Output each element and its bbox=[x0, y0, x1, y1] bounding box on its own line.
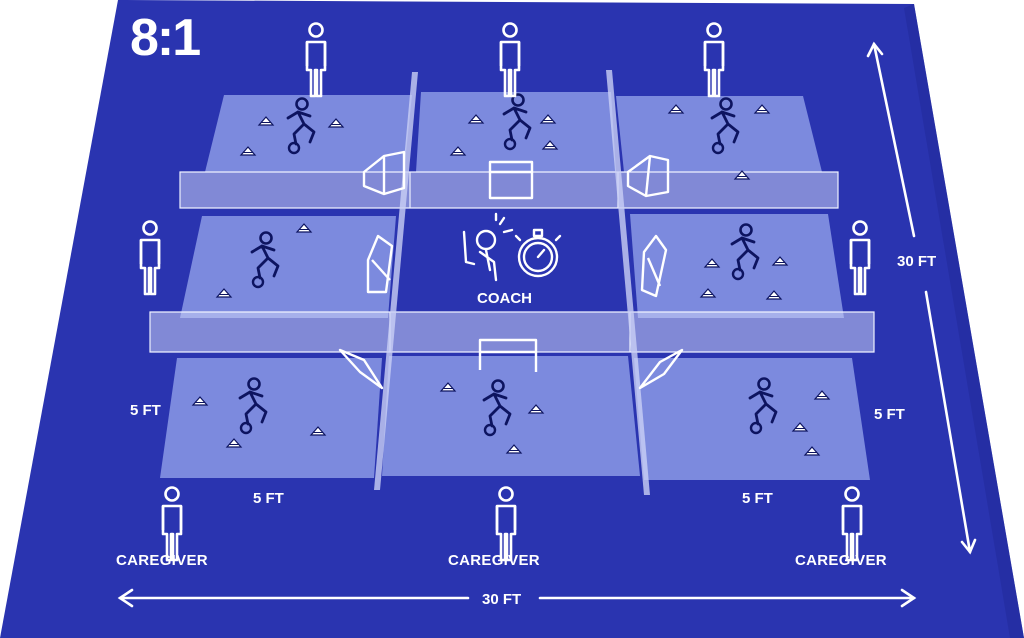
goal-icon bbox=[626, 154, 670, 198]
wall-horizontal-bottom bbox=[149, 311, 875, 353]
cell-depth-label-left: 5 FT bbox=[130, 402, 161, 419]
caregiver-label-left: CAREGIVER bbox=[116, 552, 208, 569]
wall-vertical-right bbox=[606, 70, 650, 495]
stopwatch-icon bbox=[514, 228, 562, 278]
whistle-coach-icon bbox=[462, 212, 514, 282]
goal-icon bbox=[362, 150, 406, 196]
goal-icon bbox=[478, 338, 538, 372]
cell-bot-center bbox=[382, 356, 640, 476]
goals bbox=[338, 150, 684, 390]
cell-top-center bbox=[416, 92, 616, 172]
divider-walls bbox=[149, 70, 875, 495]
coach-area bbox=[462, 212, 562, 282]
cell-depth-label-right: 5 FT bbox=[874, 406, 905, 423]
coach-label: COACH bbox=[477, 290, 532, 307]
cell-width-label-right: 5 FT bbox=[742, 490, 773, 507]
cell-mid-left bbox=[180, 216, 396, 318]
depth-dimension-label: 30 FT bbox=[897, 253, 937, 270]
cell-width-label-left: 5 FT bbox=[253, 490, 284, 507]
caregiver-label-right: CAREGIVER bbox=[795, 552, 887, 569]
cell-mid-right bbox=[630, 214, 844, 318]
width-dimension-label: 30 FT bbox=[482, 591, 522, 608]
goal-icon bbox=[366, 234, 394, 294]
goal-icon bbox=[638, 348, 684, 390]
double-arrow-icon bbox=[866, 41, 977, 555]
ratio-title: 8:1 bbox=[130, 9, 201, 67]
wall-vertical-left bbox=[374, 72, 418, 490]
goal-icon bbox=[338, 348, 384, 390]
cell-bot-right bbox=[634, 358, 870, 480]
cell-bot-left bbox=[160, 358, 382, 478]
goal-icon bbox=[488, 160, 534, 200]
field-edge-shade bbox=[904, 4, 1024, 638]
cell-top-left bbox=[205, 95, 412, 172]
goal-icon bbox=[640, 234, 668, 298]
double-arrow-icon bbox=[117, 588, 917, 608]
caregiver-label-center: CAREGIVER bbox=[448, 552, 540, 569]
